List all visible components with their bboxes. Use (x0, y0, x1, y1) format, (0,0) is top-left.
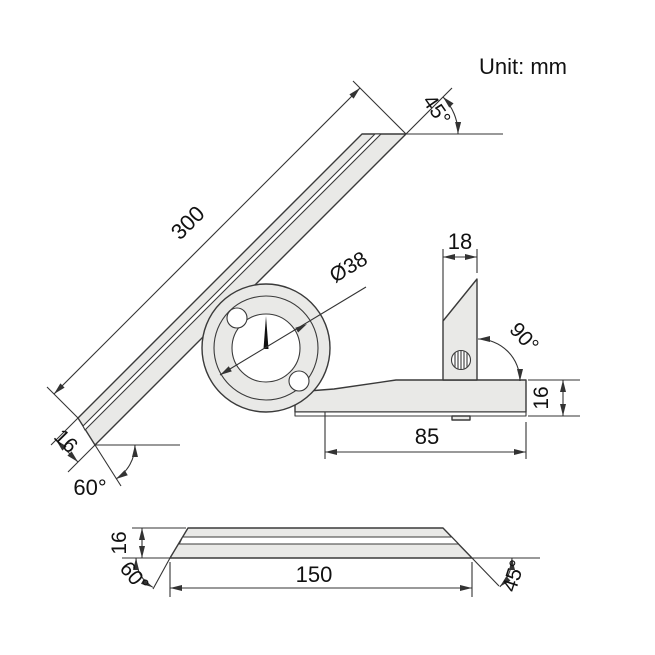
label-16-base: 16 (530, 386, 553, 409)
dim-45-tip (405, 87, 503, 135)
label-60-bottom: 60° (115, 557, 153, 596)
dim-16-blade (50, 417, 96, 473)
dial-screw-upper (226, 307, 248, 329)
label-dial-diameter: Ø38 (326, 247, 372, 287)
dim-85 (324, 412, 527, 459)
label-60-blade-end: 60° (73, 475, 106, 500)
dim-45-bottom (471, 557, 540, 588)
label-18: 18 (448, 229, 472, 254)
label-45-bottom: 45° (498, 557, 530, 594)
dim-60-blade-end (94, 444, 180, 487)
dim-18 (442, 249, 478, 321)
label-300: 300 (166, 201, 210, 245)
label-16-blade: 16 (49, 425, 82, 458)
label-16-bottom: 16 (108, 531, 131, 554)
square-blade (442, 278, 478, 381)
dial-diameter-arrow (295, 324, 307, 333)
dim-300 (46, 80, 407, 419)
label-150: 150 (296, 562, 333, 587)
bottom-view-blade (169, 527, 473, 559)
label-85: 85 (415, 424, 439, 449)
base-stock (294, 379, 527, 421)
dim-150 (169, 562, 473, 597)
dim-60-bottom (122, 557, 171, 590)
label-90: 90° (505, 318, 543, 357)
dial (201, 283, 331, 413)
dial-screw-lower (288, 370, 310, 392)
dim-16-base (528, 379, 580, 417)
dim-dial-diameter (219, 286, 367, 376)
dim-90 (477, 336, 523, 382)
label-45-tip: 45° (418, 91, 455, 130)
unit-label: Unit: mm (479, 54, 567, 79)
base-reference-notch (451, 415, 471, 421)
